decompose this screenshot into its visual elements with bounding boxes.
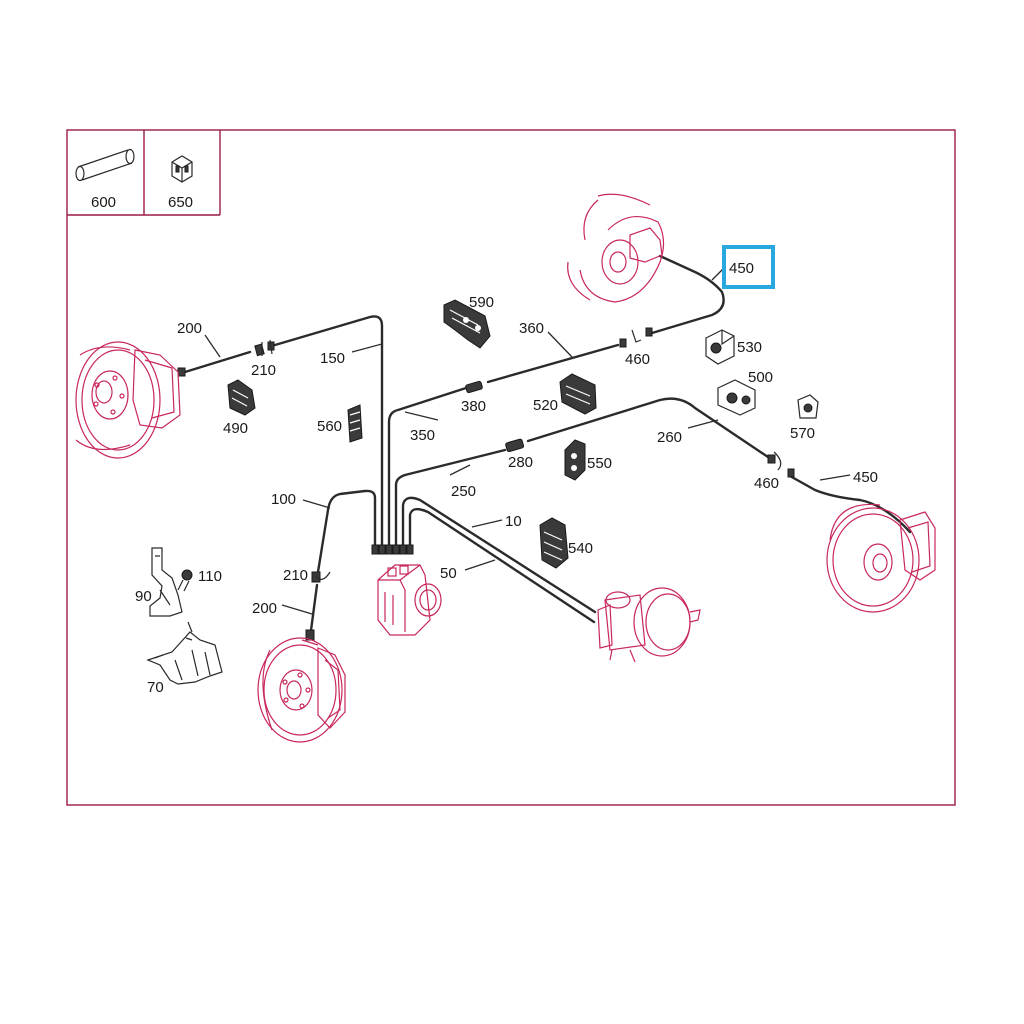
label-350[interactable]: 350 <box>410 427 435 444</box>
clip-490-icon <box>227 379 256 416</box>
legend-label-650: 650 <box>168 194 193 211</box>
label-460-top[interactable]: 460 <box>625 351 650 368</box>
label-210-top[interactable]: 210 <box>251 362 276 379</box>
label-150[interactable]: 150 <box>320 350 345 367</box>
pipe-150 <box>273 315 384 550</box>
label-460-bottom[interactable]: 460 <box>754 475 779 492</box>
label-520[interactable]: 520 <box>533 397 558 414</box>
label-540[interactable]: 540 <box>568 540 593 557</box>
pipe-350 <box>387 386 468 550</box>
leader-lines <box>204 267 851 615</box>
label-50[interactable]: 50 <box>440 565 457 582</box>
pipe-100 <box>316 489 377 574</box>
label-590[interactable]: 590 <box>469 294 494 311</box>
label-490[interactable]: 490 <box>223 420 248 437</box>
clip-block-icon <box>171 155 193 183</box>
rear-left-brake-assembly <box>567 193 665 303</box>
label-10[interactable]: 10 <box>505 513 522 530</box>
label-360[interactable]: 360 <box>519 320 544 337</box>
label-200-bottom[interactable]: 200 <box>252 600 277 617</box>
label-550[interactable]: 550 <box>587 455 612 472</box>
front-left-brake-assembly <box>75 341 181 459</box>
brake-pipes <box>183 254 912 640</box>
rear-right-brake-assembly <box>826 503 936 613</box>
part-labels: 200 210 150 590 360 460 450 530 500 570 … <box>135 260 878 696</box>
bolt-icon <box>177 569 193 592</box>
label-380[interactable]: 380 <box>461 398 486 415</box>
label-450-top[interactable]: 450 <box>729 260 754 277</box>
clip-540-icon <box>539 517 569 569</box>
clip-500-icon <box>717 379 756 416</box>
pipe-260 <box>526 397 770 459</box>
pipe-fittings <box>177 327 795 641</box>
clip-570-icon <box>797 394 819 419</box>
pipe-10 <box>401 496 597 614</box>
legend-label-600: 600 <box>91 194 116 211</box>
pipe-450-top <box>650 254 725 335</box>
label-500[interactable]: 500 <box>748 369 773 386</box>
clip-530-icon <box>705 329 735 365</box>
label-530[interactable]: 530 <box>737 339 762 356</box>
label-250[interactable]: 250 <box>451 483 476 500</box>
pipe-clips <box>227 299 819 569</box>
clip-520-icon <box>559 373 597 415</box>
label-200-top[interactable]: 200 <box>177 320 202 337</box>
label-450-bottom[interactable]: 450 <box>853 469 878 486</box>
clip-550-icon <box>564 439 586 481</box>
pipe-50 <box>408 507 596 624</box>
sleeve-tube-icon <box>75 148 135 182</box>
clip-590-icon <box>443 299 491 349</box>
label-260[interactable]: 260 <box>657 429 682 446</box>
label-210-bottom[interactable]: 210 <box>283 567 308 584</box>
label-100[interactable]: 100 <box>271 491 296 508</box>
label-570[interactable]: 570 <box>790 425 815 442</box>
front-right-brake-assembly <box>257 637 346 743</box>
label-110[interactable]: 110 <box>198 568 222 585</box>
label-70[interactable]: 70 <box>147 679 164 696</box>
pipe-450-bottom <box>788 474 912 534</box>
highlight-box-450[interactable] <box>722 245 775 289</box>
clip-560-icon <box>347 404 363 443</box>
pipe-360 <box>486 343 620 384</box>
label-90[interactable]: 90 <box>135 588 152 605</box>
diagram-frame <box>66 129 956 806</box>
mounting-brackets <box>146 547 223 685</box>
legend: 600 650 <box>67 130 221 216</box>
brake-booster-master-cylinder <box>597 587 701 663</box>
hose-200-top <box>183 350 252 374</box>
abs-hydraulic-unit <box>377 564 442 636</box>
label-280[interactable]: 280 <box>508 454 533 471</box>
hose-200-bottom <box>308 583 319 640</box>
pipe-250 <box>394 448 507 550</box>
label-560[interactable]: 560 <box>317 418 342 435</box>
